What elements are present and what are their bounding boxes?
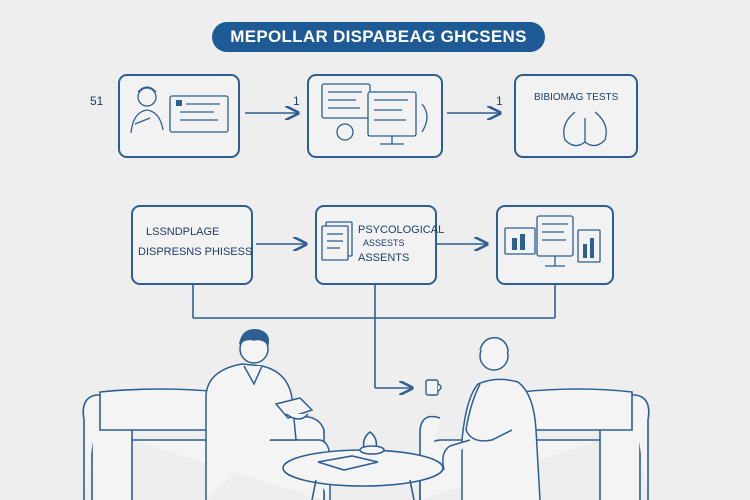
box-label-differential-line2: DISPRESNS PHISESS: [138, 246, 253, 258]
diagram-title: MEPOLLAR DISPABEAG GHCSENS: [212, 22, 545, 52]
box-label-psychological-line3: ASSENTS: [358, 252, 410, 264]
flow-box-analytics: [496, 205, 614, 285]
step-marker-left: 51: [90, 94, 104, 108]
flow-box-screening: [307, 74, 443, 158]
arrow-label-2: 1: [496, 94, 503, 108]
coffee-table: [282, 430, 444, 500]
box-label-differential-line1: LSSNDPLAGE: [146, 226, 220, 238]
flow-box-intake: [118, 74, 240, 158]
box-label-psychological-line1: PSYCOLOGICAL: [358, 224, 445, 236]
arrow-label-1: 1: [293, 94, 300, 108]
client-figure: [442, 337, 541, 500]
box-label-psychological-line2: ASSESTS: [363, 238, 405, 248]
flow-box-differential: [131, 205, 253, 285]
flow-box-biological-tests: [514, 74, 638, 158]
cup-icon: [425, 379, 442, 396]
connector-lines: [192, 284, 556, 388]
box-label-biological-tests: BIBIOMAG TESTS: [534, 92, 619, 103]
